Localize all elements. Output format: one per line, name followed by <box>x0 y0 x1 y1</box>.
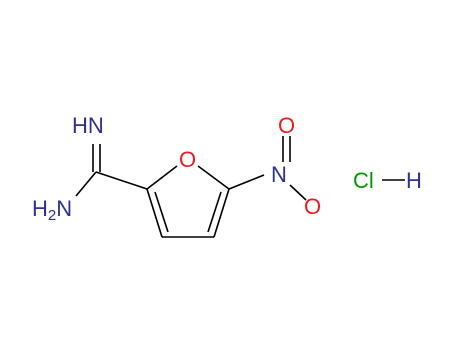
bond-o-c5 <box>197 165 230 190</box>
bond-c2-c3-inner <box>154 191 169 233</box>
hydrogen-label: H <box>406 168 422 193</box>
bond-c2-o <box>146 165 178 190</box>
bonds <box>75 136 405 238</box>
bond-c2-c3 <box>146 188 163 238</box>
nitro-nitrogen-label: N <box>271 162 287 187</box>
bond-c-n-amine <box>75 171 97 197</box>
amine-label-part: H <box>32 196 48 221</box>
nitro-oxygen-bottom-label: O <box>304 194 321 219</box>
amine-n-part: N <box>56 196 72 221</box>
bond-c-c2 <box>95 171 148 190</box>
bond-c4-c5-inner <box>207 191 222 233</box>
imine-nitrogen-label: HN <box>72 113 104 138</box>
amine-subscript: 2 <box>48 207 56 224</box>
bond-c4-c5 <box>213 188 230 238</box>
bond-c5-n <box>228 174 265 190</box>
chlorine-label: Cl <box>353 168 374 193</box>
ring-oxygen-label: O <box>179 147 196 172</box>
bond-n-o-bottom <box>289 184 307 201</box>
nitro-oxygen-top-label: O <box>278 113 295 138</box>
amine-nitrogen-label: H2N <box>32 196 72 224</box>
